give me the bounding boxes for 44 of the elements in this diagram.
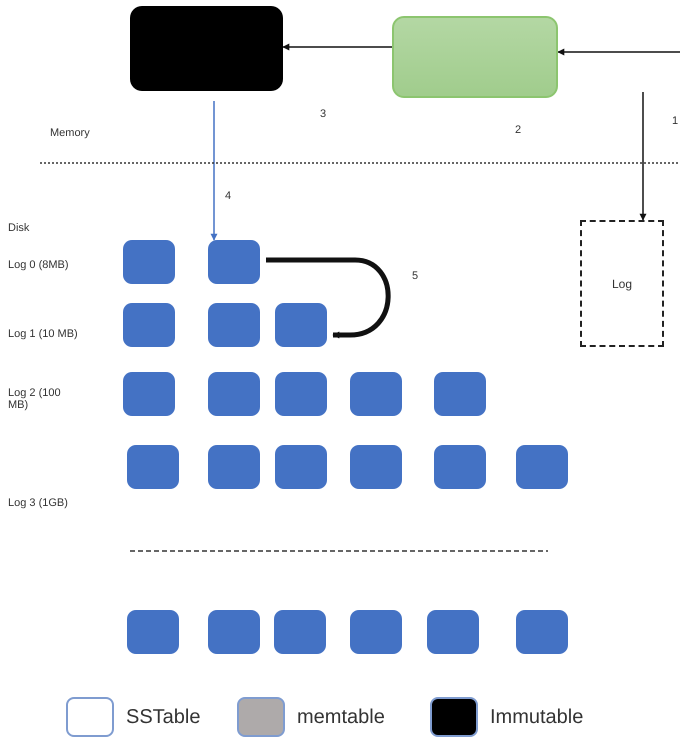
memtable-block [392,16,558,98]
step-number: 1 [672,115,678,127]
region-label: Memory [50,127,90,139]
level-label: Log 1 (10 MB) [8,328,78,340]
region-label: Disk [8,222,30,234]
square-block [275,372,327,416]
immutable-block [130,6,283,91]
step-number: 4 [225,190,232,202]
square-block [123,240,175,284]
square-block [350,372,402,416]
square-block [274,610,326,654]
square-block [208,372,260,416]
legend-label: Immutable [490,706,584,728]
square-block [208,445,260,489]
square-block [208,610,260,654]
step-number: 3 [320,108,326,120]
square-block [516,610,568,654]
step-number: 2 [515,124,522,136]
square-block [427,610,479,654]
arrow [557,48,680,56]
square-block [350,610,402,654]
arrow [210,101,218,241]
square-block [208,240,260,284]
square-block [350,445,402,489]
legend-label: SSTable [126,706,200,728]
square-block [275,303,327,347]
level-label: Log 0 (8MB) [8,259,69,271]
level-label: Log 2 (100 MB) [8,387,62,411]
arrow [266,258,391,338]
level-label: Log 3 (1GB) [8,497,68,509]
square-block [127,610,179,654]
arrow [640,92,646,221]
square-block [123,303,175,347]
log-box: Log [580,220,664,347]
square-block [123,372,175,416]
square-block [516,445,568,489]
square-block [208,303,260,347]
square-block [434,445,486,489]
step-number: 5 [412,270,418,282]
square-block [275,445,327,489]
arrow [282,44,392,50]
square-block [127,445,179,489]
square-block [434,372,486,416]
legend-label: memtable [297,706,385,728]
